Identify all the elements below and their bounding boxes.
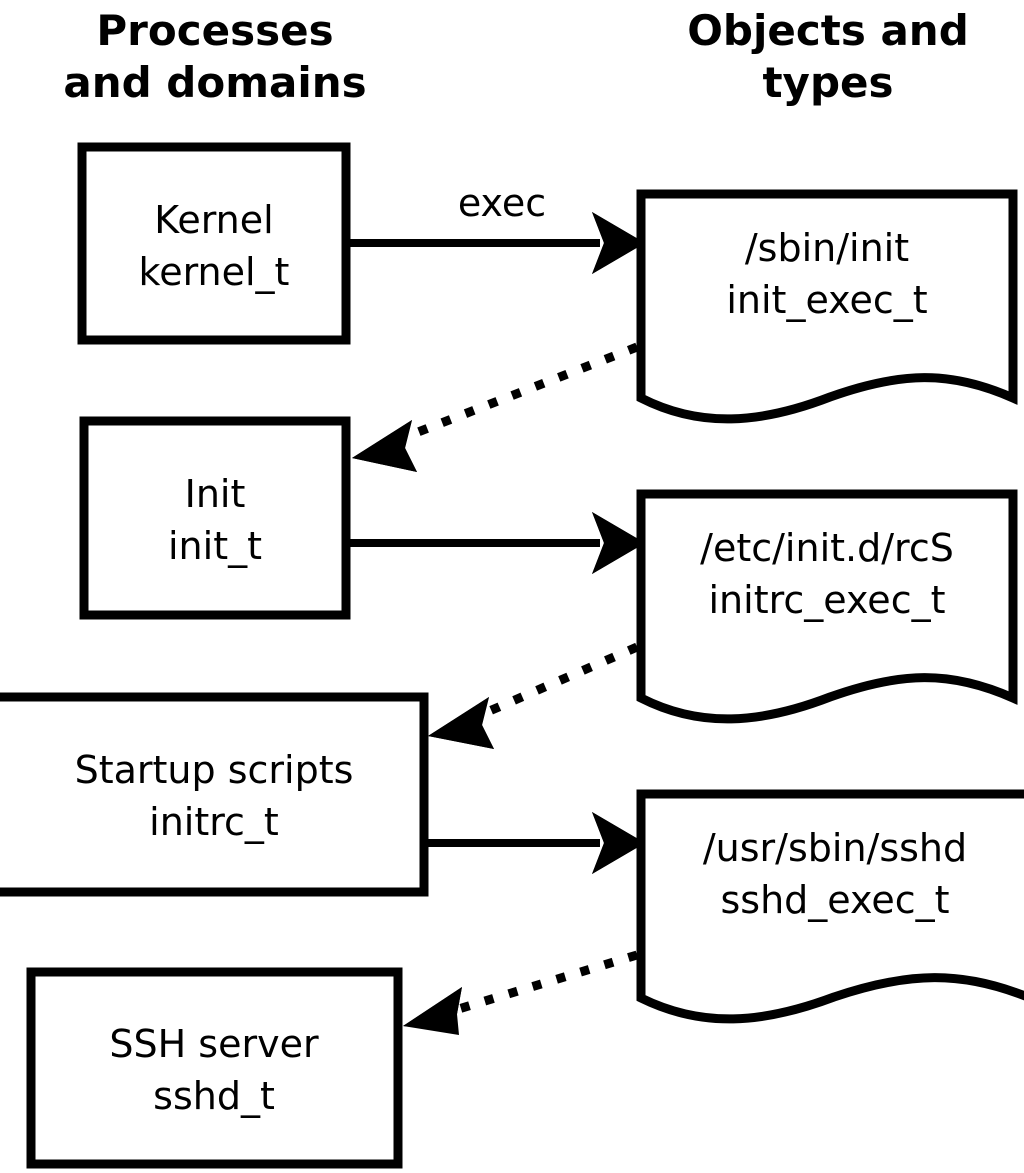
node-ssh-server-type: sshd_t	[153, 1074, 275, 1118]
node-init-box[interactable]	[79, 416, 351, 620]
node-sshd-exec-document-shape[interactable]	[636, 789, 1024, 1024]
node-kernel-name: Kernel	[154, 198, 273, 242]
node-init[interactable]: Init init_t	[79, 416, 351, 620]
node-ssh-server-box[interactable]	[26, 967, 403, 1169]
column-header-processes-line1: Processes	[96, 6, 333, 55]
column-header-processes-line2: and domains	[63, 58, 366, 107]
column-header-processes: Processes and domains	[63, 6, 366, 107]
node-init-type: init_t	[168, 524, 262, 568]
arrow-head-icon-init-exec	[592, 512, 645, 574]
node-initrc-exec-type: initrc_exec_t	[709, 578, 946, 622]
node-init-exec-path: /sbin/init	[745, 226, 909, 270]
column-header-objects-line2: types	[762, 58, 893, 107]
node-sshd-exec[interactable]: /usr/sbin/sshd sshd_exec_t	[636, 789, 1024, 1024]
node-init-exec-type: init_exec_t	[726, 278, 927, 322]
edge-line	[393, 342, 639, 446]
node-ssh-server[interactable]: SSH server sshd_t	[26, 967, 403, 1169]
node-initrc-exec-path: /etc/init.d/rcS	[700, 526, 954, 570]
arrow-head-icon-startup-exec	[592, 812, 645, 874]
edge-line	[476, 642, 639, 721]
node-sshd-exec-path: /usr/sbin/sshd	[703, 826, 967, 870]
node-init-name: Init	[185, 472, 246, 516]
node-init-exec-document-shape[interactable]	[636, 189, 1018, 424]
arrow-head-icon-kernel-exec	[592, 212, 645, 274]
column-header-objects: Objects and types	[687, 6, 969, 107]
edge-line	[450, 950, 639, 1016]
node-ssh-server-name: SSH server	[109, 1022, 319, 1066]
node-kernel-box[interactable]	[77, 142, 351, 345]
column-header-objects-line1: Objects and	[687, 6, 969, 55]
node-kernel-type: kernel_t	[139, 250, 290, 294]
arrow-head-icon-to-sshd	[403, 987, 462, 1035]
edge-label-exec: exec	[458, 181, 546, 225]
node-startup-scripts-type: initrc_t	[149, 800, 279, 844]
node-initrc-exec-document-shape[interactable]	[636, 489, 1018, 724]
arrowheads-overlay	[352, 212, 645, 1035]
arrow-head-icon-to-init	[352, 420, 417, 472]
node-init-exec[interactable]: /sbin/init init_exec_t	[636, 189, 1018, 424]
node-kernel[interactable]: Kernel kernel_t	[77, 142, 351, 345]
node-startup-scripts[interactable]: Startup scripts initrc_t	[0, 692, 429, 897]
node-startup-scripts-box[interactable]	[0, 692, 429, 897]
node-initrc-exec[interactable]: /etc/init.d/rcS initrc_exec_t	[636, 489, 1018, 724]
node-startup-scripts-name: Startup scripts	[75, 748, 354, 792]
node-sshd-exec-type: sshd_exec_t	[720, 878, 949, 922]
arrow-head-icon-to-startup	[428, 697, 494, 749]
